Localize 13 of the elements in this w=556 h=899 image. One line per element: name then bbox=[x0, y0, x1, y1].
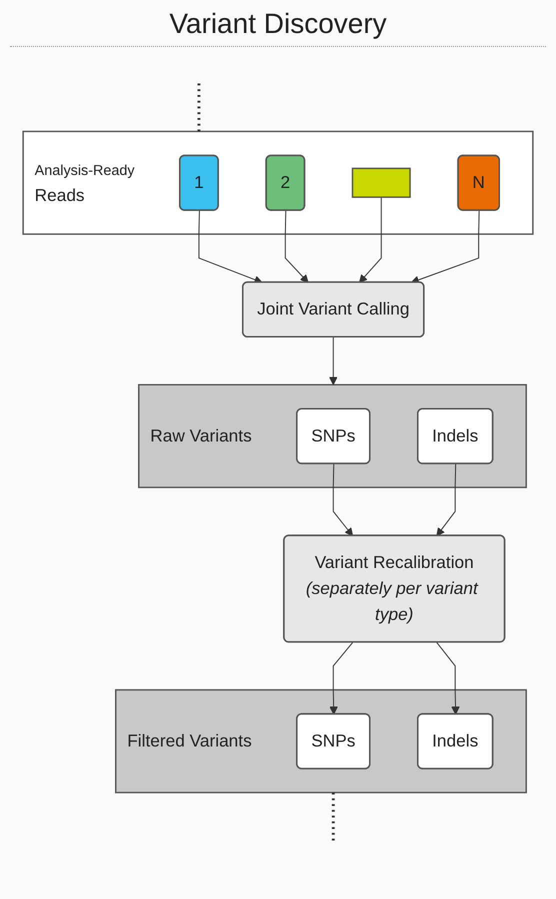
arrow bbox=[329, 642, 354, 715]
arrow bbox=[358, 196, 382, 283]
diagram-title: Variant Discovery bbox=[10, 0, 546, 47]
arrow bbox=[284, 210, 309, 283]
arrow bbox=[329, 336, 338, 386]
node-box bbox=[352, 168, 411, 198]
connector bbox=[332, 792, 335, 841]
connector bbox=[198, 83, 200, 132]
arrow bbox=[436, 463, 456, 536]
arrow bbox=[436, 642, 460, 715]
arrow bbox=[410, 210, 480, 284]
arrow bbox=[198, 210, 263, 284]
arrow bbox=[332, 463, 354, 536]
